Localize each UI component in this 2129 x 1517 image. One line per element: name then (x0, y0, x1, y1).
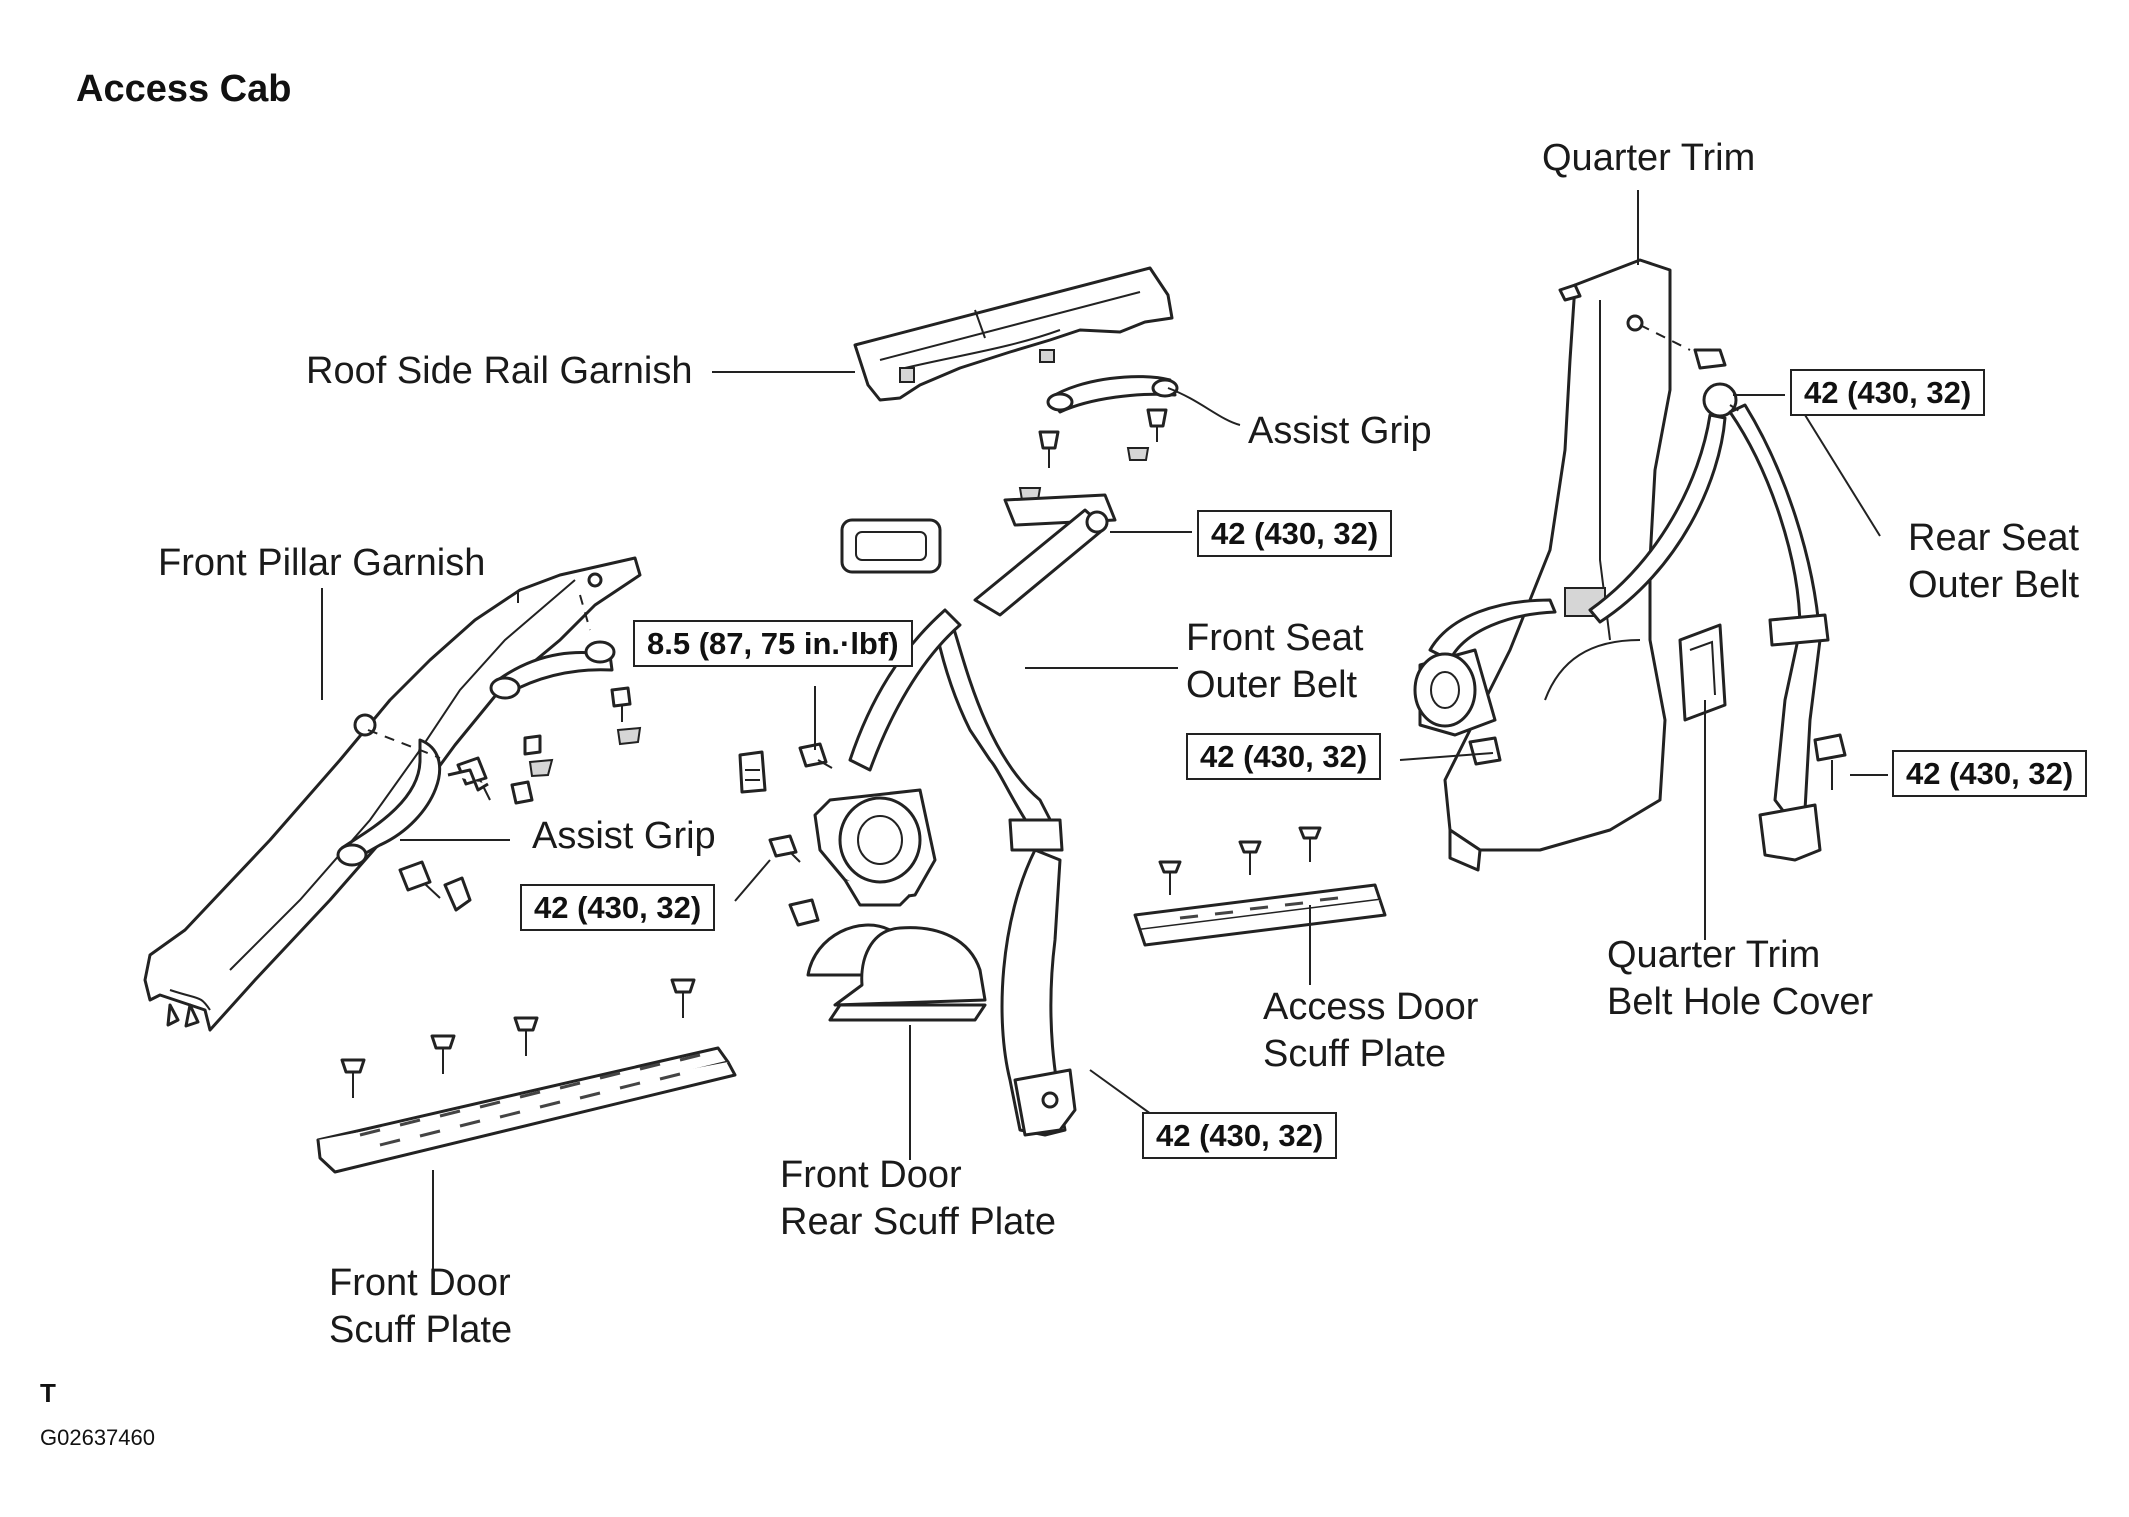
label-rear-seat-outer-belt: Rear Seat Outer Belt (1908, 517, 2080, 606)
label-front-door-scuff-plate: Front Door Scuff Plate (329, 1262, 513, 1351)
page-title: Access Cab (76, 68, 292, 110)
label-front-door-rear-scuff-plate: Front Door Rear Scuff Plate (780, 1154, 1057, 1243)
front-seat-outer-belt-drawing (848, 493, 1117, 1137)
leader-lines (321, 190, 1888, 1270)
assist-grip-upper-drawing (1046, 375, 1179, 414)
torque-front-belt-upper-anchor: 42 (430, 32) (1197, 510, 1393, 557)
access-door-scuff-plate-drawing (1133, 826, 1387, 947)
footer-code-letter: T (40, 1378, 56, 1408)
torque-front-retractor-lower: 42 (430, 32) (520, 884, 716, 931)
assist-grip-lower-drawing (336, 640, 616, 867)
label-roof-side-rail-garnish: Roof Side Rail Garnish (306, 350, 693, 392)
label-front-seat-outer-belt: Front Seat Outer Belt (1186, 617, 1364, 706)
assembly-dashed-lines (367, 324, 1746, 759)
roof-screws-drawing (1018, 408, 1168, 501)
torque-quarter-trim-anchor: 42 (430, 32) (1790, 369, 1986, 416)
front-door-rear-scuff-plate-drawing (806, 923, 987, 1022)
footer-figure-id: G02637460 (40, 1425, 155, 1450)
torque-front-belt-retractor-upper: 8.5 (87, 75 in.·lbf) (633, 620, 913, 667)
torque-front-belt-floor-anchor: 42 (430, 32) (1142, 1112, 1338, 1159)
label-assist-grip-upper: Assist Grip (1248, 410, 1432, 452)
roof-side-rail-garnish-drawing (853, 266, 1174, 402)
label-access-door-scuff-plate: Access Door Scuff Plate (1263, 986, 1479, 1075)
belt-hole-cover-drawing (1678, 623, 1727, 722)
label-quarter-trim-belt-hole-cover: Quarter Trim Belt Hole Cover (1607, 934, 1874, 1023)
label-front-pillar-garnish: Front Pillar Garnish (158, 542, 486, 584)
front-retractor-drawing (738, 742, 937, 927)
left-bolts-drawing (398, 686, 642, 912)
label-assist-grip-lower: Assist Grip (532, 815, 716, 857)
torque-rear-retractor: 42 (430, 32) (1186, 733, 1382, 780)
label-quarter-trim: Quarter Trim (1542, 137, 1756, 179)
rear-seat-outer-belt-drawing (1588, 348, 1847, 862)
front-pillar-garnish-drawing (143, 556, 642, 1032)
front-door-scuff-plate-drawing (316, 1046, 737, 1174)
quarter-trim-drawing (1443, 258, 1672, 872)
rear-retractor-drawing (1413, 598, 1557, 766)
torque-rear-belt-lower: 42 (430, 32) (1892, 750, 2088, 797)
belt-guide-cover-drawing (840, 518, 942, 574)
front-door-scuff-screws-drawing (340, 978, 696, 1098)
